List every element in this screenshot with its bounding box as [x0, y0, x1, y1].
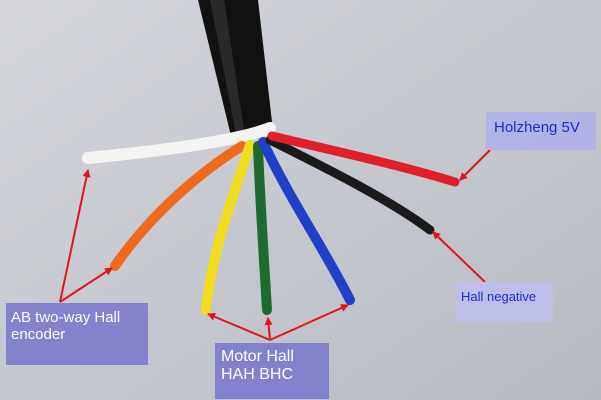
- wire-black: [265, 135, 435, 235]
- arrow-to-orange: [59, 267, 113, 303]
- cable-jacket-highlight: [210, 0, 244, 134]
- label-hall-negative-text: Hall negative: [461, 289, 537, 304]
- arrow-to-red: [459, 149, 491, 181]
- cable-jacket: [198, 0, 272, 140]
- label-ab-hall-encoder: AB two-way Hall encoder: [6, 303, 148, 365]
- label-ab-line2: encoder: [11, 326, 66, 344]
- label-holzheng-5v-text: Holzheng 5V: [494, 119, 580, 136]
- arrow-to-yellow: [207, 313, 271, 341]
- wire-blue: [258, 137, 355, 305]
- arrow-to-white: [59, 169, 91, 303]
- wire-orange: [110, 141, 247, 271]
- wire-red: [267, 131, 460, 187]
- arrow-to-green: [264, 317, 273, 341]
- label-motor-line1: Motor Hall: [221, 348, 294, 365]
- arrow-to-blue: [269, 304, 349, 341]
- label-hall-negative: Hall negative: [455, 282, 553, 322]
- label-ab-line1: AB two-way Hall: [11, 309, 121, 326]
- wire-yellow: [201, 140, 255, 315]
- wire-white: [82, 122, 276, 164]
- label-holzheng-5v: Holzheng 5V: [486, 112, 596, 150]
- label-motor-line2: HAH BHC: [221, 366, 294, 384]
- label-motor-hall: Motor Hall HAH BHC: [215, 343, 329, 399]
- wires: [82, 122, 460, 315]
- arrow-to-black: [432, 231, 486, 283]
- annotation-arrows: [59, 149, 491, 341]
- wire-green: [253, 141, 272, 315]
